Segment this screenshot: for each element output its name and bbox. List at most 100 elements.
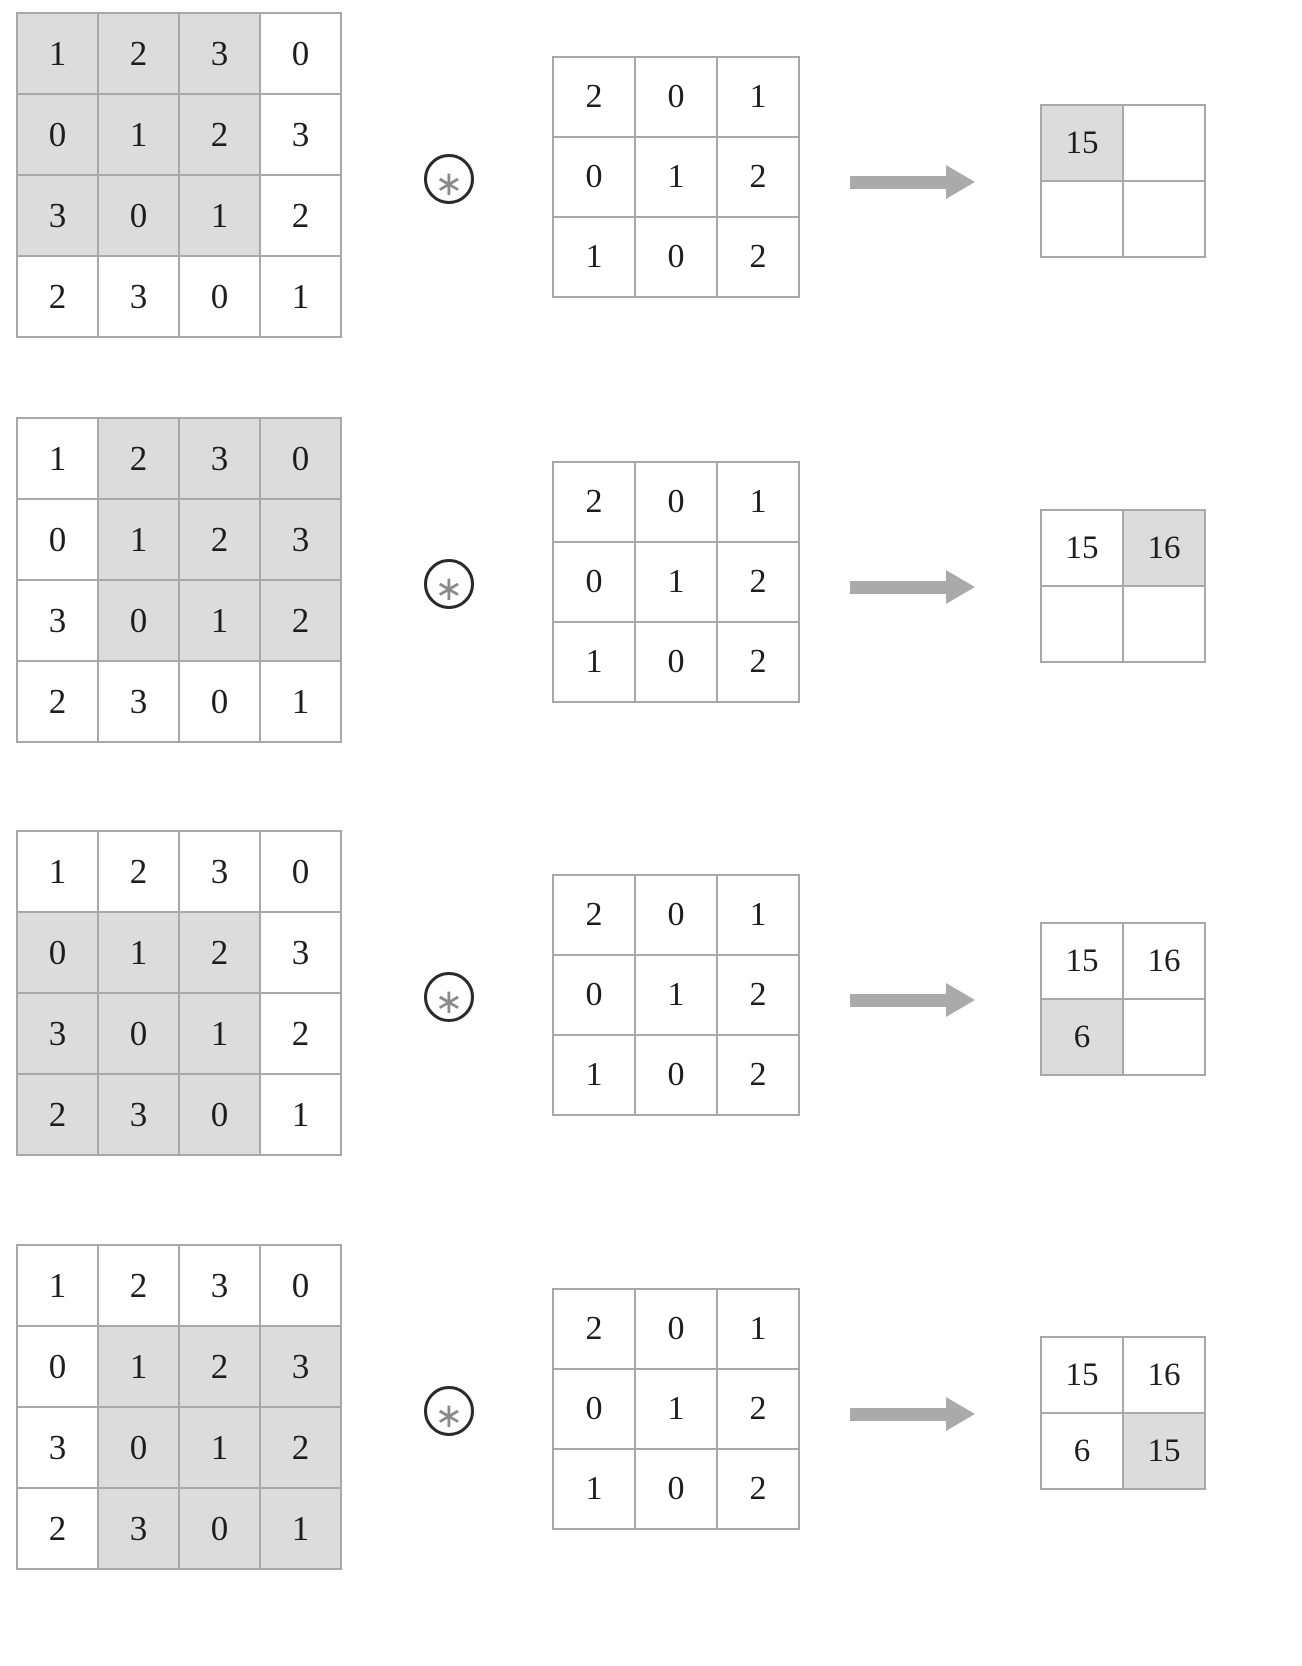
kernel-matrix-step-2-cell-0-1: 0 xyxy=(634,461,718,543)
input-matrix-step-3-cell-1-2: 2 xyxy=(178,911,261,994)
output-matrix-step-3-cell-1-1 xyxy=(1122,998,1206,1076)
input-matrix-step-3-cell-0-3: 0 xyxy=(259,830,342,913)
input-matrix-step-3-cell-3-3: 1 xyxy=(259,1073,342,1156)
output-matrix-step-3-cell-0-0: 15 xyxy=(1040,922,1124,1000)
kernel-matrix-step-1-cell-1-2: 2 xyxy=(716,136,800,218)
circled-asterisk-icon-2: ∗ xyxy=(424,559,474,609)
input-matrix-step-1-cell-3-2: 0 xyxy=(178,255,261,338)
result-arrow-2 xyxy=(850,570,975,604)
input-matrix-step-1-cell-1-2: 2 xyxy=(178,93,261,176)
kernel-matrix-step-4-cell-0-2: 1 xyxy=(716,1288,800,1370)
input-matrix-step-4-cell-2-0: 3 xyxy=(16,1406,99,1489)
kernel-matrix-step-3-cell-0-1: 0 xyxy=(634,874,718,956)
kernel-matrix-step-4-cell-2-2: 2 xyxy=(716,1448,800,1530)
kernel-matrix-step-2-cell-2-2: 2 xyxy=(716,621,800,703)
input-matrix-step-1-cell-1-3: 3 xyxy=(259,93,342,176)
input-matrix-step-4-cell-2-2: 1 xyxy=(178,1406,261,1489)
input-matrix-step-1-cell-0-1: 2 xyxy=(97,12,180,95)
input-matrix-step-3-cell-3-2: 0 xyxy=(178,1073,261,1156)
arrow-head-icon xyxy=(946,983,975,1017)
input-matrix-step-2-cell-0-2: 3 xyxy=(178,417,261,500)
input-matrix-step-4-cell-0-2: 3 xyxy=(178,1244,261,1327)
kernel-matrix-step-2-cell-1-0: 0 xyxy=(552,541,636,623)
output-matrix-step-2-cell-1-0 xyxy=(1040,585,1124,663)
input-matrix-step-3-cell-2-0: 3 xyxy=(16,992,99,1075)
kernel-matrix-step-3-cell-2-0: 1 xyxy=(552,1034,636,1116)
kernel-matrix-step-2-cell-2-0: 1 xyxy=(552,621,636,703)
input-matrix-step-2-cell-2-1: 0 xyxy=(97,579,180,662)
kernel-matrix-step-2-cell-1-2: 2 xyxy=(716,541,800,623)
input-matrix-step-4-cell-0-3: 0 xyxy=(259,1244,342,1327)
input-matrix-step-1-cell-3-1: 3 xyxy=(97,255,180,338)
kernel-matrix-step-4-cell-1-1: 1 xyxy=(634,1368,718,1450)
kernel-matrix-step-1-cell-0-0: 2 xyxy=(552,56,636,138)
input-matrix-step-1-cell-2-2: 1 xyxy=(178,174,261,257)
asterisk-glyph: ∗ xyxy=(434,164,464,204)
input-matrix-step-1-cell-0-0: 1 xyxy=(16,12,99,95)
kernel-matrix-step-3-cell-0-2: 1 xyxy=(716,874,800,956)
kernel-matrix-step-3-cell-0-0: 2 xyxy=(552,874,636,956)
output-matrix-step-1: 15 xyxy=(1040,104,1206,258)
kernel-matrix-step-1-cell-0-2: 1 xyxy=(716,56,800,138)
result-arrow-3 xyxy=(850,983,975,1017)
output-matrix-step-1-cell-1-1 xyxy=(1122,180,1206,258)
input-matrix-step-3-cell-1-1: 1 xyxy=(97,911,180,994)
input-matrix-step-2-cell-1-1: 1 xyxy=(97,498,180,581)
kernel-matrix-step-2-cell-2-1: 0 xyxy=(634,621,718,703)
arrow-shaft xyxy=(850,176,948,189)
input-matrix-step-2-cell-2-2: 1 xyxy=(178,579,261,662)
arrow-head-icon xyxy=(946,165,975,199)
input-matrix-step-4-cell-3-2: 0 xyxy=(178,1487,261,1570)
input-matrix-step-2-cell-2-3: 2 xyxy=(259,579,342,662)
input-matrix-step-3-cell-3-0: 2 xyxy=(16,1073,99,1156)
input-matrix-step-3-cell-0-0: 1 xyxy=(16,830,99,913)
kernel-matrix-step-3-cell-2-1: 0 xyxy=(634,1034,718,1116)
output-matrix-step-4-cell-1-1: 15 xyxy=(1122,1412,1206,1490)
kernel-matrix-step-1-cell-2-1: 0 xyxy=(634,216,718,298)
arrow-shaft xyxy=(850,1408,948,1421)
input-matrix-step-3-cell-2-3: 2 xyxy=(259,992,342,1075)
kernel-matrix-step-1-cell-2-2: 2 xyxy=(716,216,800,298)
output-matrix-step-1-cell-0-0: 15 xyxy=(1040,104,1124,182)
kernel-matrix-step-1-cell-1-0: 0 xyxy=(552,136,636,218)
input-matrix-step-4-cell-2-3: 2 xyxy=(259,1406,342,1489)
kernel-matrix-step-1-cell-2-0: 1 xyxy=(552,216,636,298)
input-matrix-step-4-cell-3-0: 2 xyxy=(16,1487,99,1570)
arrow-head-icon xyxy=(946,1397,975,1431)
input-matrix-step-1-cell-2-1: 0 xyxy=(97,174,180,257)
kernel-matrix-step-3-cell-1-1: 1 xyxy=(634,954,718,1036)
result-arrow-1 xyxy=(850,165,975,199)
input-matrix-step-4-cell-1-1: 1 xyxy=(97,1325,180,1408)
output-matrix-step-1-row xyxy=(1040,180,1206,258)
output-matrix-step-4-cell-1-0: 6 xyxy=(1040,1412,1124,1490)
arrow-shaft xyxy=(850,581,948,594)
